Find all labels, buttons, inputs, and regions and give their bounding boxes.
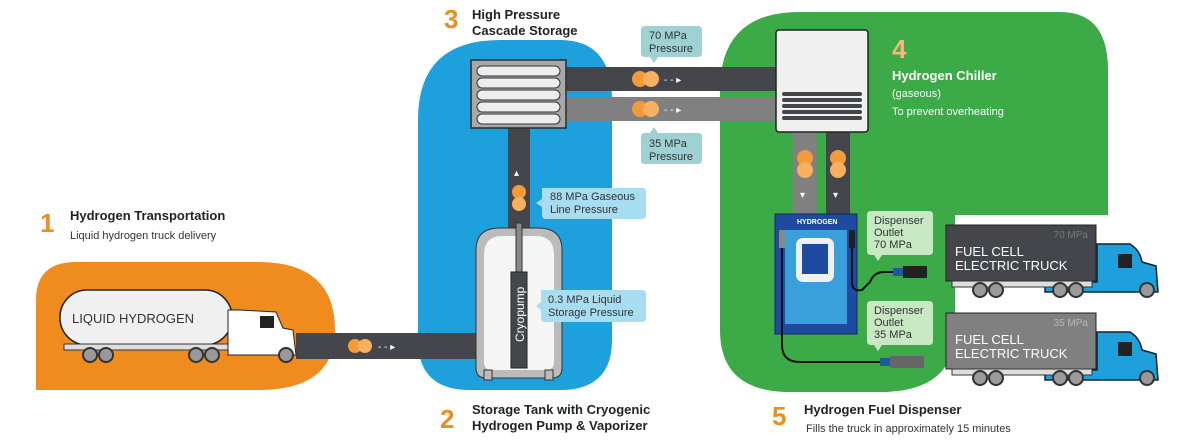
callout-35mpa-line1: 35 MPa	[649, 138, 688, 150]
step-2-title-line1: Storage Tank with Cryogenic	[472, 402, 650, 417]
callout-gaseous-line2: Line Pressure	[550, 204, 618, 216]
hydrogen-dispenser	[774, 213, 927, 368]
step-1-number: 1	[40, 208, 54, 238]
truck-70-pressure: 70 MPa	[1054, 230, 1089, 241]
callout-35mpa-line2: Pressure	[649, 151, 693, 163]
storage-tank	[475, 222, 563, 381]
cascade-storage-unit	[470, 59, 567, 129]
callout-outlet-35-line2: Outlet	[874, 317, 903, 329]
svg-text:- - ▸: - - ▸	[378, 342, 395, 353]
step-5-title: Hydrogen Fuel Dispenser	[804, 402, 961, 417]
step-5-number: 5	[772, 401, 786, 431]
step-4-subtitle1: (gaseous)	[892, 88, 941, 100]
callout-35mpa-pressure	[641, 127, 702, 164]
callout-70mpa-line2: Pressure	[649, 43, 693, 55]
truck-70-line1: FUEL CELL	[955, 244, 1024, 259]
callout-outlet-35-line1: Dispenser	[874, 305, 924, 317]
step-1-title: Hydrogen Transportation	[70, 208, 225, 223]
pipe-70mpa	[565, 67, 780, 91]
flow-molecule-truck-pipe: - - ▸	[348, 339, 395, 353]
step-3-title-line2: Cascade Storage	[472, 23, 578, 38]
callout-70mpa-line1: 70 MPa	[649, 30, 688, 42]
cryopump-label: Cryopump	[513, 286, 527, 342]
truck-70-line2: ELECTRIC TRUCK	[955, 258, 1068, 273]
tank-label: LIQUID HYDROGEN	[72, 311, 194, 326]
flow-molecule-vertical-pipe: ▴	[512, 168, 526, 211]
callout-outlet-35-line3: 35 MPa	[874, 329, 913, 341]
step-2-number: 2	[440, 404, 454, 434]
callout-outlet-35	[867, 301, 933, 351]
callout-liquid-line1: 0.3 MPa Liquid	[548, 294, 621, 306]
fuel-cell-truck-70	[945, 224, 1159, 298]
step-5-subtitle: Fills the truck in approximately 15 minu…	[806, 423, 1011, 435]
fuel-cell-truck-35	[945, 312, 1159, 386]
callout-outlet-70-line3: 70 MPa	[874, 239, 913, 251]
callout-70mpa-pressure	[641, 26, 702, 63]
svg-text:- - ▸: - - ▸	[664, 75, 681, 86]
step-4-title: Hydrogen Chiller	[892, 68, 997, 83]
step-2-title-line2: Hydrogen Pump & Vaporizer	[472, 418, 648, 433]
flow-molecule-chiller-70: ▾	[830, 150, 846, 201]
step-4-subtitle2: To prevent overheating	[892, 106, 1004, 118]
step-1-subtitle: Liquid hydrogen truck delivery	[70, 230, 217, 242]
svg-text:▴: ▴	[514, 168, 519, 179]
svg-text:▾: ▾	[833, 190, 838, 201]
truck-35-line2: ELECTRIC TRUCK	[955, 346, 1068, 361]
flow-molecule-70mpa: - - ▸	[632, 71, 681, 87]
step-4-number: 4	[892, 34, 907, 64]
pipe-truck-to-tank	[296, 333, 478, 359]
callout-outlet-70-line2: Outlet	[874, 227, 903, 239]
flow-molecule-35mpa: - - ▸	[632, 101, 681, 117]
callout-outlet-70	[867, 211, 933, 261]
step-3-number: 3	[444, 4, 458, 34]
callout-gaseous-line1: 88 MPa Gaseous	[550, 191, 635, 203]
step-3-title-line1: High Pressure	[472, 7, 560, 22]
flow-molecule-chiller-35: ▾	[797, 150, 813, 201]
callout-liquid-storage-pressure	[536, 290, 646, 322]
callout-gaseous-line-pressure	[536, 188, 646, 219]
liquid-hydrogen-truck	[59, 289, 297, 363]
pipe-tank-to-cascade	[508, 128, 530, 236]
hydrogen-chiller-unit	[775, 29, 869, 133]
pipe-35mpa	[565, 97, 780, 121]
callout-outlet-70-line1: Dispenser	[874, 215, 924, 227]
svg-text:▾: ▾	[800, 190, 805, 201]
callout-liquid-line2: Storage Pressure	[548, 307, 634, 319]
truck-35-line1: FUEL CELL	[955, 332, 1024, 347]
svg-text:- - ▸: - - ▸	[664, 105, 681, 116]
dispenser-label: HYDROGEN	[797, 219, 837, 226]
truck-35-pressure: 35 MPa	[1054, 318, 1089, 329]
